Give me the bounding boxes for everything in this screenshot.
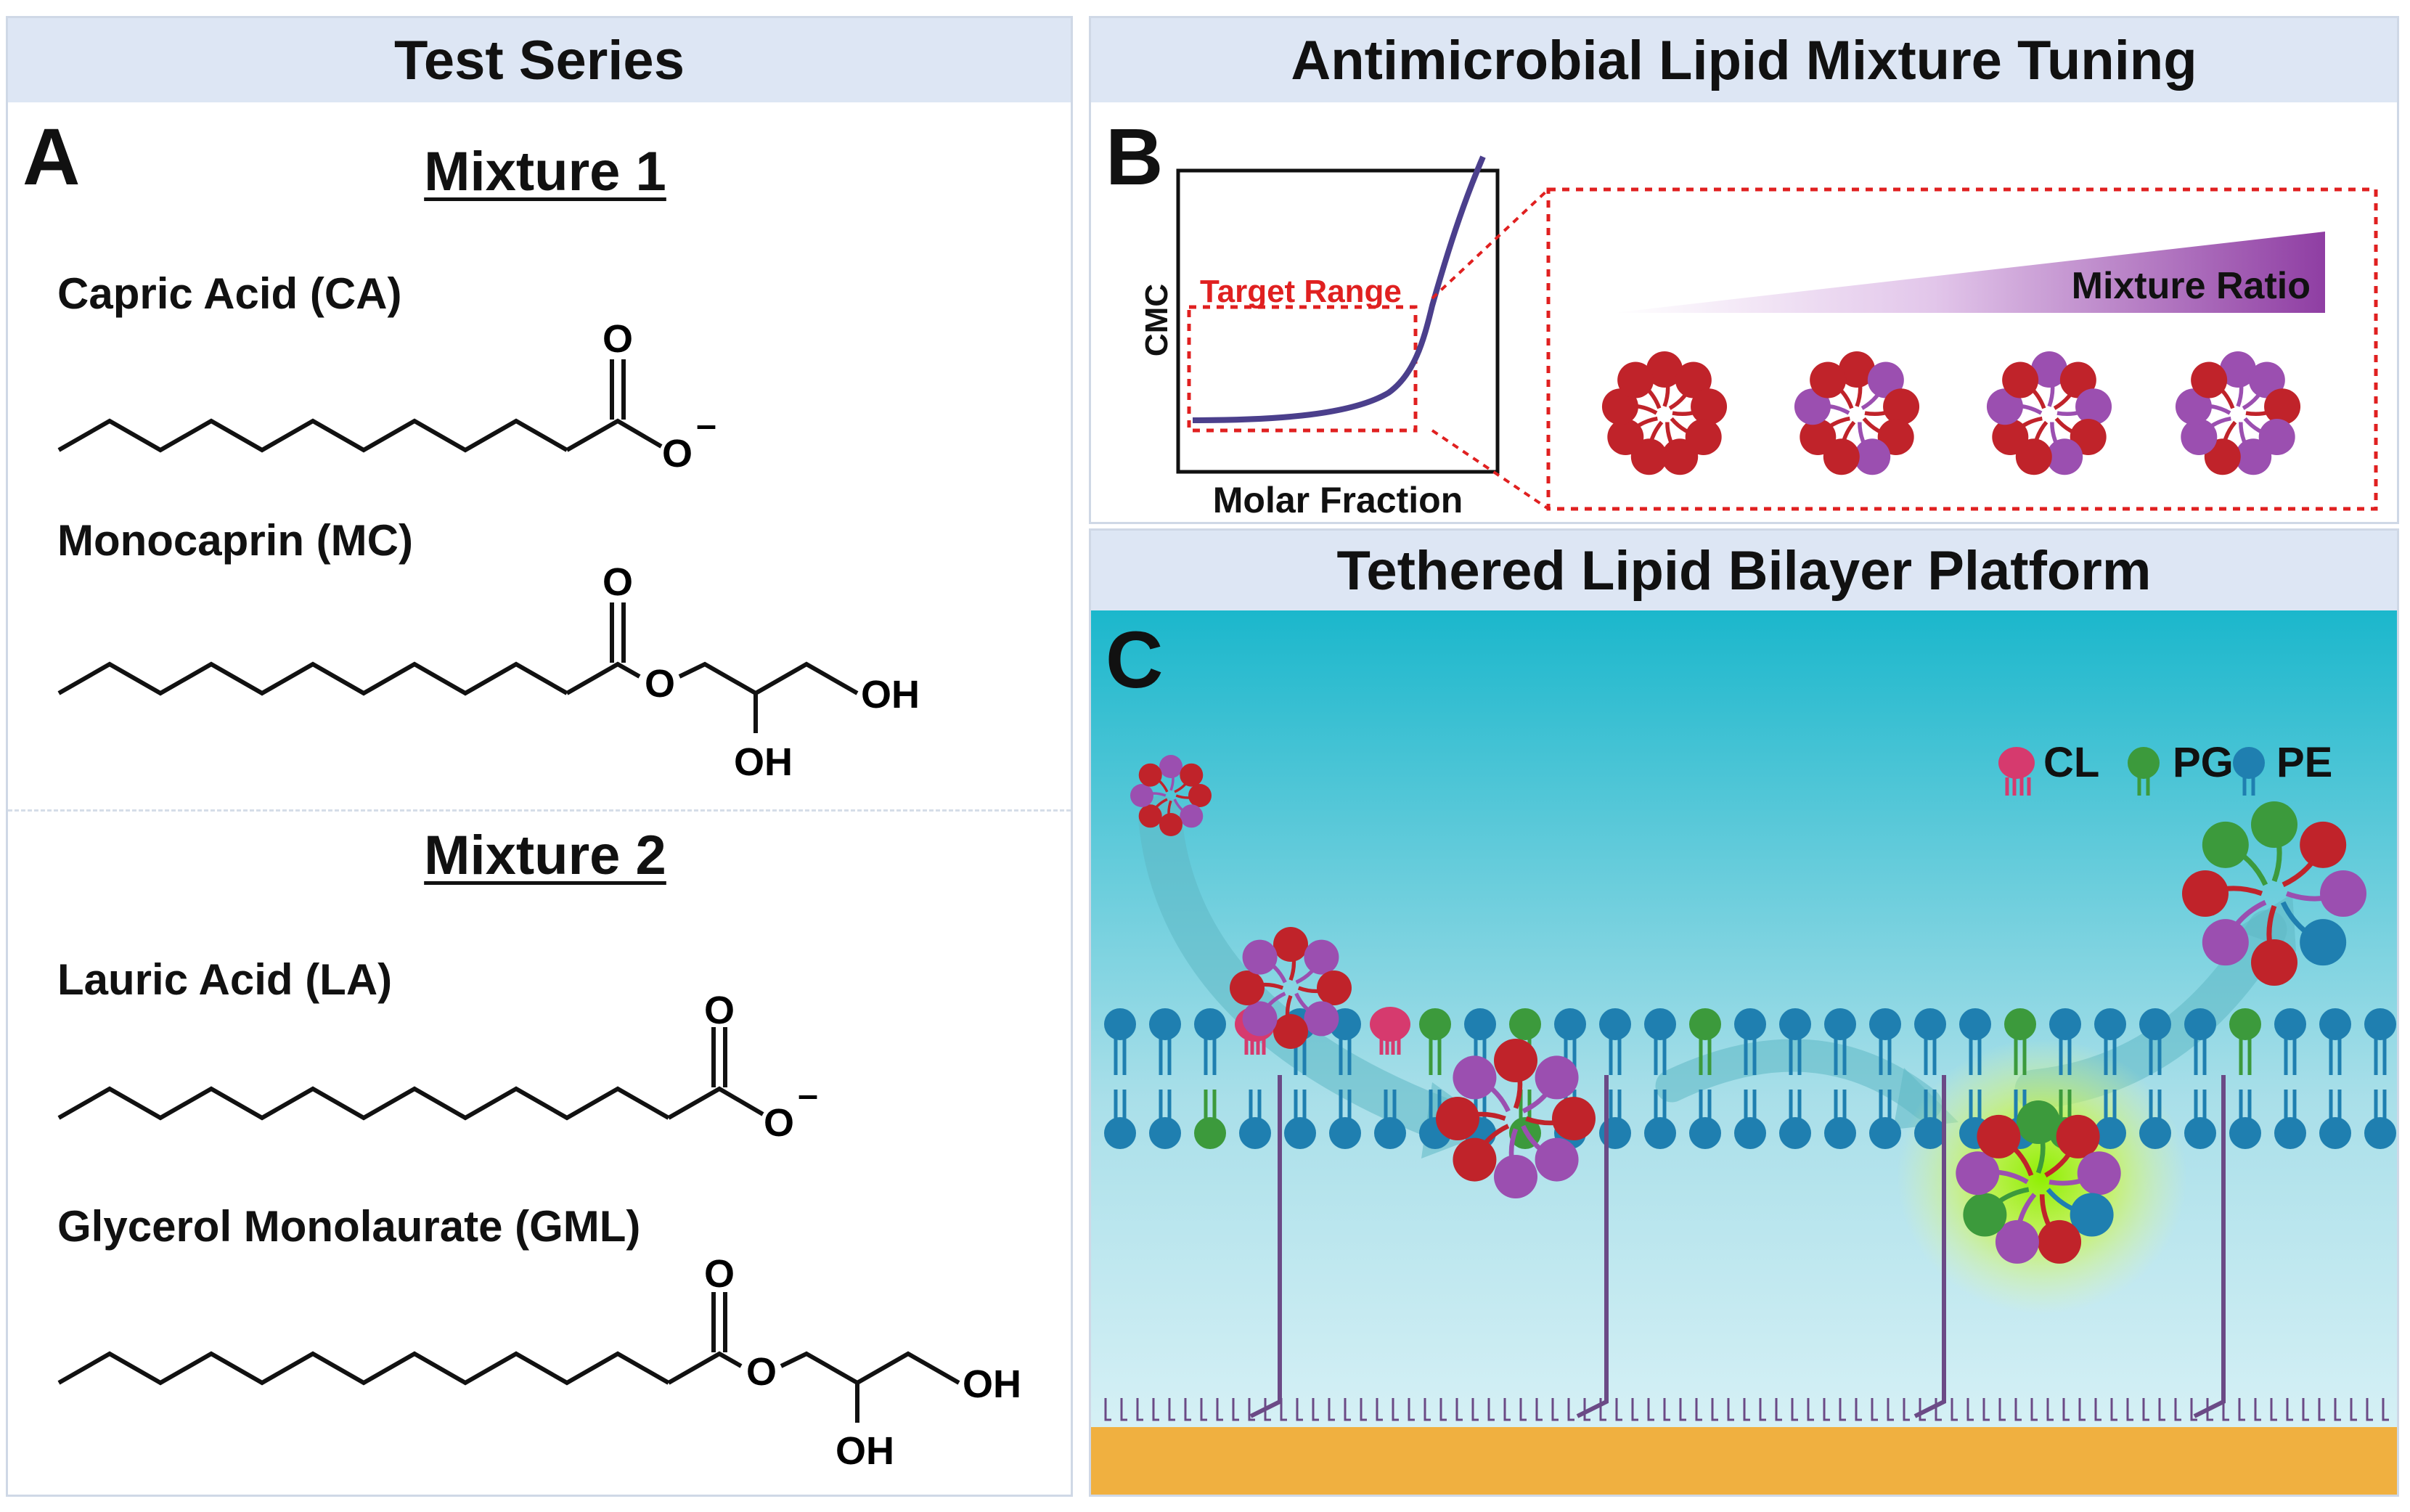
capric-acid-structure: O O – bbox=[57, 317, 716, 475]
micelle-series bbox=[1601, 351, 2301, 475]
legend-label-pg: PG bbox=[2173, 739, 2234, 786]
charge-minus-label: – bbox=[696, 404, 716, 445]
mixed-micelle bbox=[1986, 351, 2112, 475]
atom-o-label: O bbox=[662, 432, 693, 475]
panel-c-header: Tethered Lipid Bilayer Platform bbox=[1091, 531, 2397, 610]
legend-label-pe: PE bbox=[2276, 739, 2333, 786]
panel-a: Test Series A Mixture 1 Capric Acid (CA)… bbox=[6, 16, 1073, 1497]
lauric-acid-structure: O O – bbox=[57, 994, 818, 1145]
monocaprin-label: Monocaprin (MC) bbox=[57, 516, 413, 565]
target-range-label: Target Range bbox=[1200, 274, 1402, 309]
approaching-micelle bbox=[1130, 755, 1212, 836]
hydroxyl-label: OH bbox=[734, 740, 793, 784]
mixture-2-title: Mixture 2 bbox=[424, 825, 666, 886]
panel-c: Tethered Lipid Bilayer Platform bbox=[1089, 528, 2399, 1497]
gml-structure: O O OH OH bbox=[57, 1252, 1021, 1473]
hydroxyl-label: OH bbox=[861, 673, 920, 716]
panel-c-letter: C bbox=[1106, 616, 1164, 705]
mixture-ratio-label: Mixture Ratio bbox=[2072, 265, 2311, 307]
legend-label-cl: CL bbox=[2043, 739, 2100, 786]
atom-o-label: O bbox=[746, 1350, 777, 1394]
atom-o-label: O bbox=[764, 1101, 794, 1145]
panel-a-header: Test Series bbox=[8, 18, 1071, 102]
mixture-divider bbox=[8, 809, 1071, 812]
mixed-micelle bbox=[2175, 351, 2301, 475]
legend bbox=[1998, 747, 2265, 796]
fusing-micelle bbox=[1956, 1100, 2121, 1264]
lipid-bilayer bbox=[1104, 1007, 2396, 1421]
atom-o-label: O bbox=[704, 994, 735, 1032]
charge-minus-label: – bbox=[798, 1074, 818, 1115]
atom-o-label: O bbox=[645, 662, 675, 706]
hydroxyl-label: OH bbox=[836, 1429, 894, 1473]
atom-o-label: O bbox=[602, 560, 633, 604]
glycerol-monolaurate-label: Glycerol Monolaurate (GML) bbox=[57, 1202, 641, 1251]
mixture-1-title: Mixture 1 bbox=[424, 141, 666, 203]
panel-b-header: Antimicrobial Lipid Mixture Tuning bbox=[1091, 18, 2397, 102]
molar-fraction-axis-label: Molar Fraction bbox=[1213, 480, 1463, 520]
monocaprin-structure: O O OH OH bbox=[57, 560, 920, 784]
mixed-micelle bbox=[1794, 351, 1920, 475]
adsorbing-micelle bbox=[1436, 1039, 1596, 1198]
cmc-axis-label: CMC bbox=[1139, 284, 1175, 356]
panel-a-letter: A bbox=[23, 113, 81, 202]
atom-o-label: O bbox=[704, 1252, 735, 1296]
panel-b-letter: B bbox=[1106, 113, 1164, 202]
panel-b: Antimicrobial Lipid Mixture Tuning B Tar… bbox=[1089, 16, 2399, 524]
mixed-micelle bbox=[1601, 351, 1728, 475]
departing-micelle bbox=[2182, 801, 2366, 986]
hydroxyl-label: OH bbox=[963, 1362, 1021, 1406]
scene-micelles bbox=[1130, 755, 2366, 1264]
atom-o-label: O bbox=[602, 317, 633, 361]
cmc-graph: Target Range CMC Molar Fraction Mixture … bbox=[1139, 155, 2378, 520]
bilayer-scene bbox=[1091, 610, 2397, 1495]
substrate bbox=[1091, 1427, 2397, 1495]
capric-acid-label: Capric Acid (CA) bbox=[57, 269, 402, 318]
approaching-micelle bbox=[1230, 927, 1352, 1049]
lauric-acid-label: Lauric Acid (LA) bbox=[57, 955, 393, 1004]
